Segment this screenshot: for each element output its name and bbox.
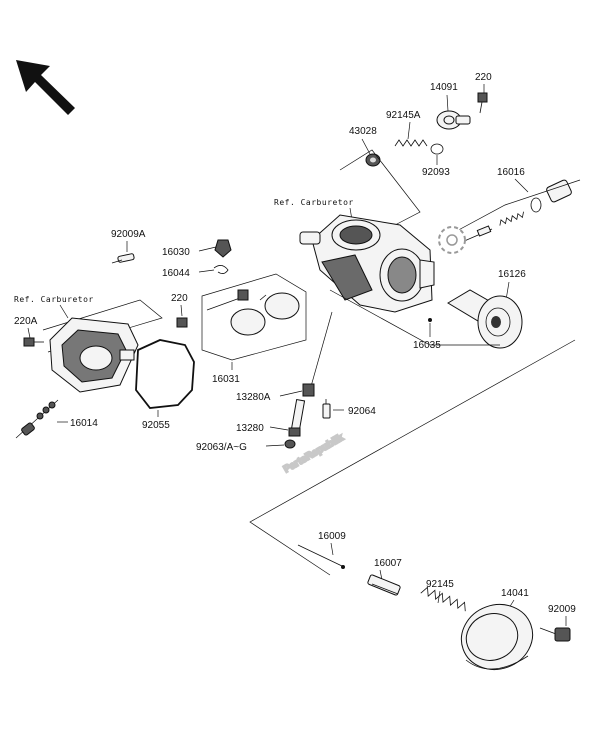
part-92055-gasket[interactable] [135, 339, 195, 409]
label-220-top: 220 [475, 72, 492, 83]
part-92145-spring[interactable] [420, 586, 469, 612]
label-16009: 16009 [318, 531, 346, 542]
label-13280A: 13280A [236, 392, 271, 403]
label-16030: 16030 [162, 247, 190, 258]
part-92145A-spring[interactable] [394, 139, 428, 147]
part-220-top[interactable] [477, 92, 488, 114]
label-13280: 13280 [236, 423, 264, 434]
label-92145A: 92145A [386, 110, 421, 121]
part-92009-screw[interactable] [539, 627, 571, 642]
arrow-up-left-icon [16, 60, 75, 115]
part-92064-pilot-jet[interactable] [322, 399, 331, 419]
label-14041: 14041 [501, 588, 529, 599]
label-16044: 16044 [162, 268, 190, 279]
part-92063-main-jet[interactable] [284, 439, 296, 449]
part-43028[interactable] [365, 153, 381, 167]
label-220-mid: 220 [171, 293, 188, 304]
gear-icon [438, 226, 466, 254]
part-16126-slide[interactable] [447, 289, 523, 349]
watermark: PartsRepublik [282, 432, 346, 475]
part-16016-spring[interactable] [498, 211, 525, 226]
part-16044-clip[interactable] [213, 265, 229, 274]
ref-carburetor-top: Ref. Carburetor [274, 198, 354, 207]
part-14041-cover[interactable] [452, 595, 542, 680]
part-16016-plunger[interactable] [461, 225, 493, 243]
part-220A-screw[interactable] [23, 337, 44, 347]
part-13280-needle-jet[interactable] [288, 398, 306, 437]
part-220-mid-screw[interactable] [176, 317, 188, 328]
label-16031: 16031 [212, 374, 240, 385]
carburetor-body[interactable] [299, 214, 435, 313]
label-92009: 92009 [548, 604, 576, 615]
part-16030-float-valve[interactable] [214, 239, 232, 258]
part-16031-float[interactable] [206, 289, 300, 336]
label-16035: 16035 [413, 340, 441, 351]
part-16016-cylinder[interactable] [530, 179, 572, 213]
label-14091: 14091 [430, 82, 458, 93]
part-92009A-screw[interactable] [111, 253, 135, 264]
part-13280A-jet[interactable] [302, 383, 315, 397]
label-16126: 16126 [498, 269, 526, 280]
label-16016: 16016 [497, 167, 525, 178]
part-16035-pin[interactable] [428, 318, 432, 322]
label-92055: 92055 [142, 420, 170, 431]
label-16014: 16014 [70, 418, 98, 429]
part-14091[interactable] [436, 110, 471, 130]
ref-carburetor-left: Ref. Carburetor [14, 295, 94, 304]
label-16007: 16007 [374, 558, 402, 569]
float-bowl[interactable] [49, 317, 139, 393]
part-16009-needle[interactable] [297, 544, 345, 569]
label-92145: 92145 [426, 579, 454, 590]
label-92064: 92064 [348, 406, 376, 417]
label-43028: 43028 [349, 126, 377, 137]
part-92093-oring[interactable] [430, 143, 444, 155]
label-92009A: 92009A [111, 229, 146, 240]
part-16031-float-group [201, 273, 307, 361]
label-220A: 220A [14, 316, 38, 327]
label-92093: 92093 [422, 167, 450, 178]
part-16007-holder[interactable] [367, 574, 401, 596]
label-92063: 92063/A~G [196, 442, 247, 453]
part-16014-drain[interactable] [15, 399, 59, 439]
